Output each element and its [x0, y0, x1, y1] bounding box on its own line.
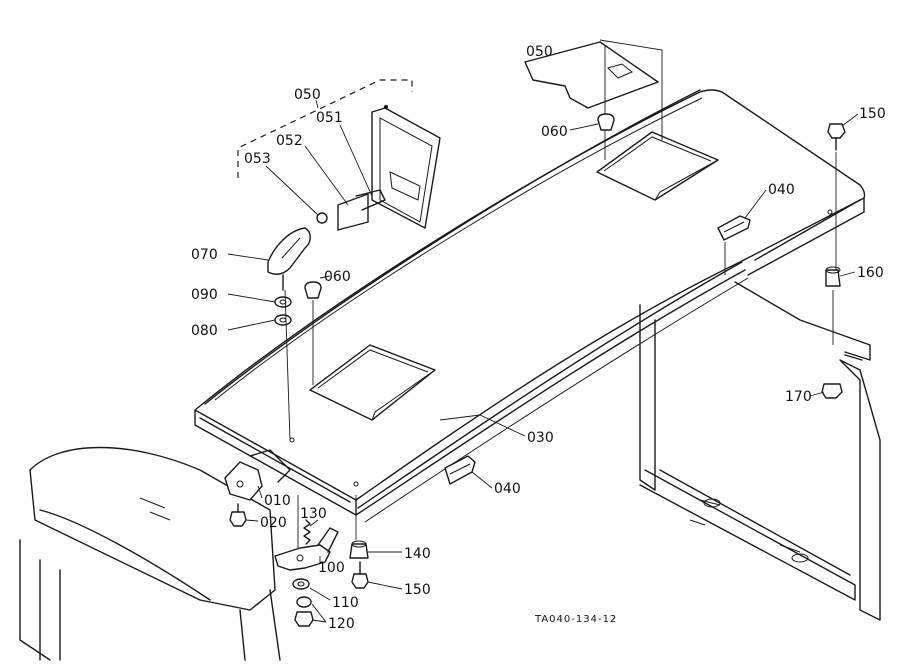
- roof-panel: [194, 89, 866, 523]
- nut-080: [274, 314, 292, 326]
- front-body: [19, 446, 281, 661]
- callout-010: 010: [264, 493, 291, 509]
- callout-120: 120: [328, 616, 355, 632]
- nut-120-b: [294, 611, 314, 627]
- washer-120-a: [296, 596, 312, 608]
- callout-100: 100: [318, 560, 345, 576]
- knob-060-right: [597, 113, 615, 131]
- callout-052: 052: [276, 133, 303, 149]
- clip-040-bottom: [444, 455, 476, 485]
- callout-070: 070: [191, 247, 218, 263]
- knob-060-left: [304, 281, 322, 385]
- callout-080: 080: [191, 323, 218, 339]
- drawing-code: TA040-134-12: [534, 614, 617, 625]
- hinge-bracket-010: [224, 449, 291, 501]
- callout-020: 020: [260, 515, 287, 531]
- callout-053: 053: [244, 151, 271, 167]
- latch-plate-100: [274, 495, 339, 571]
- washer-090: [274, 296, 292, 308]
- cover-assembly-050-left: [237, 79, 441, 231]
- nut-170: [821, 383, 843, 399]
- rear-frame: [639, 281, 881, 621]
- washer-110: [292, 578, 310, 590]
- callout-040-top: 040: [768, 182, 795, 198]
- callout-090: 090: [191, 287, 218, 303]
- cover-plate-050-right: [524, 39, 663, 160]
- callout-140: 140: [404, 546, 431, 562]
- bolt-150-bottom: [351, 561, 369, 589]
- callout-110: 110: [332, 595, 359, 611]
- callout-150-top: 150: [859, 106, 886, 122]
- callout-050-left: 050: [294, 87, 321, 103]
- callout-050-right: 050: [526, 44, 553, 60]
- spring-130: [303, 519, 311, 545]
- bushing-160: [825, 266, 841, 345]
- callout-130: 130: [300, 506, 327, 522]
- callout-leaders: [227, 99, 859, 623]
- callout-060-left: 060: [324, 269, 351, 285]
- callout-030: 030: [527, 430, 554, 446]
- callout-labels: 050 051 052 053 070 090 080 060 050 060 …: [191, 44, 886, 632]
- callout-040-bottom: 040: [494, 481, 521, 497]
- callout-060-right: 060: [541, 124, 568, 140]
- bolt-150-top: [827, 123, 846, 270]
- callout-051: 051: [316, 110, 343, 126]
- callout-160: 160: [857, 265, 884, 281]
- bushing-140: [349, 495, 369, 559]
- bolt-020: [229, 503, 247, 527]
- callout-150-bottom: 150: [404, 582, 431, 598]
- callout-170: 170: [785, 389, 812, 405]
- clip-040-top: [717, 215, 751, 275]
